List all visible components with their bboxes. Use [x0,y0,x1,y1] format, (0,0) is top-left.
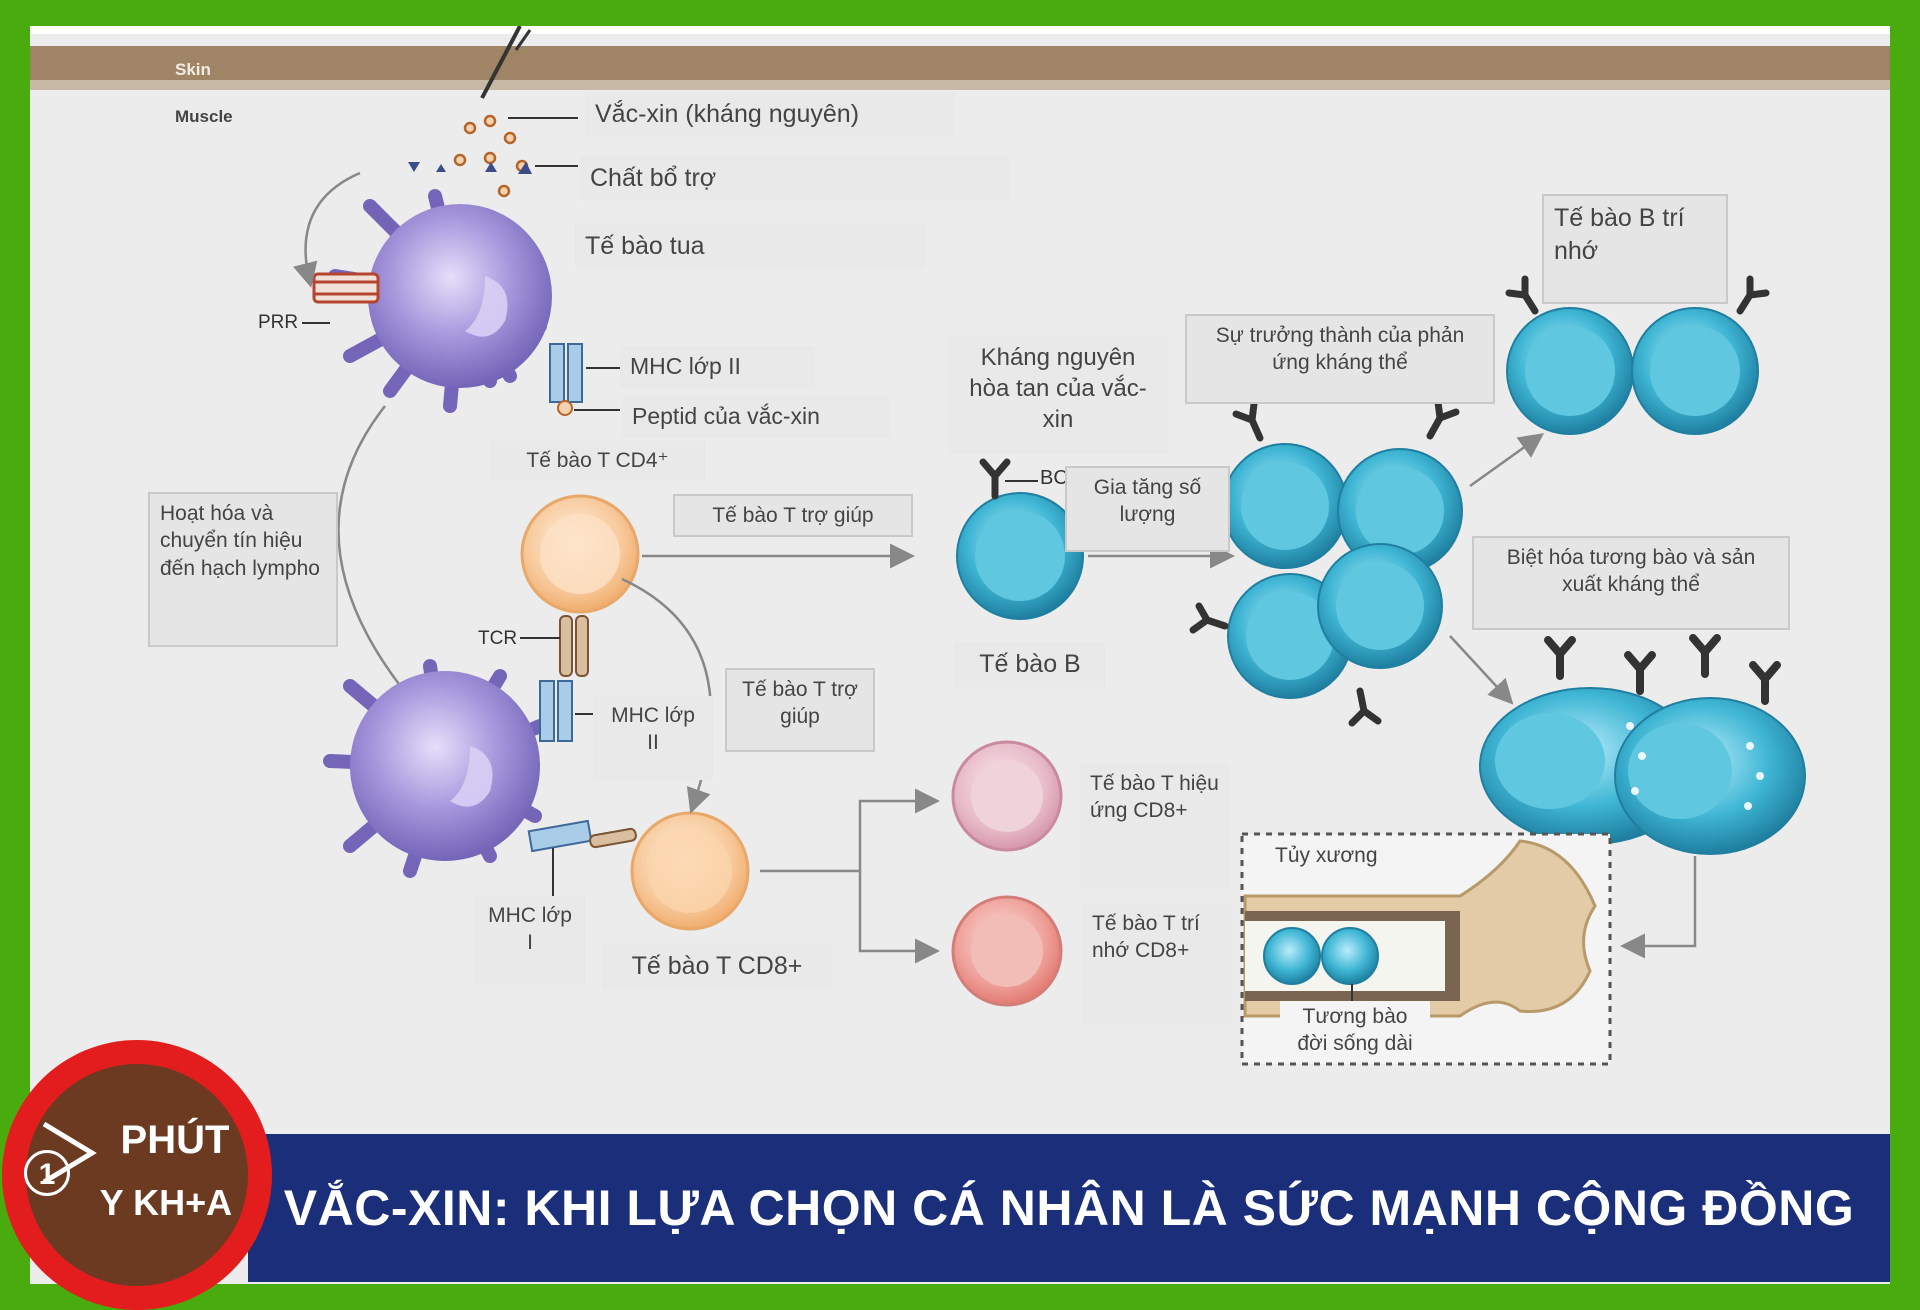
immune-response-diagram: Skin Muscle [30,26,1890,1066]
label-helper-t-cell: Tế bào T trợ giúp [673,494,913,538]
label-plasma-differentiation: Biệt hóa tương bào và sản xuất kháng thể [1472,536,1790,630]
tcr-label: TCR [478,628,517,649]
bcr-antibody-icon [979,458,1011,500]
label-bone-marrow: Tủy xương [1265,836,1450,876]
label-proliferation: Gia tăng số lượng [1065,466,1230,552]
label-cd4-t-cell: Tế bào T CD4⁺ [490,441,705,481]
cd8-memory-cell [951,895,1063,1007]
prr-receptor-icon [312,272,380,304]
label-long-lived-plasma: Tương bào đời sống dài [1280,1001,1430,1061]
plasma-cells [1479,687,1806,855]
cluster-antibody-icons [1189,398,1460,727]
label-cd8-t-cell: Tế bào T CD8+ [602,944,832,989]
logo-ring [2,1040,272,1310]
label-antibody-maturation: Sự trưởng thành của phản ứng kháng thể [1185,314,1495,404]
label-vaccine-peptide: Peptid của vắc-xin [622,396,890,438]
label-cd8-memory: Tế bào T trí nhớ CD8+ [1082,904,1232,1024]
tcr-receptor-icon [559,615,589,677]
skin-label: Skin [175,60,211,79]
syringe-needle-icon [480,26,532,99]
label-mhc-class-ii-bottom: MHC lớp II [593,696,713,780]
memory-b-cells [1506,307,1759,435]
vaccine-particles [453,114,529,198]
cd4-t-cell [520,494,640,614]
long-lived-plasma-cells [1263,927,1379,985]
label-vaccine-antigen: Vắc-xin (kháng nguyên) [585,92,955,137]
label-soluble-antigen: Kháng nguyên hòa tan của vắc-xin [948,336,1168,454]
skin-layer [30,46,1890,80]
memory-antibody-icons [1505,275,1770,315]
logo-number: 1 [24,1150,70,1196]
label-dendritic-cell: Tế bào tua [575,224,925,269]
dendritic-cell-bottom [323,659,547,878]
b-cell [956,492,1084,620]
label-helper-t-cell-2: Tế bào T trợ giúp [725,668,875,752]
mhc-ii-top-icon [549,343,583,416]
label-adjuvant: Chất bổ trợ [580,156,1010,201]
muscle-label: Muscle [175,107,233,126]
label-activation-signal: Hoạt hóa và chuyển tín hiệu đến hạch lym… [148,492,338,647]
cd8-effector-cell [951,740,1063,852]
adjuvant-triangles [408,162,532,174]
logo-text-ykhoa: Y KH+A [99,1182,233,1223]
skin-underlayer [30,80,1890,90]
mhc-i-icon [527,819,637,853]
dendritic-cell-top [328,189,552,413]
label-cd8-effector: Tế bào T hiệu ứng CD8+ [1080,764,1230,888]
label-memory-b-cell: Tế bào B trí nhớ [1542,194,1728,304]
label-mhc-class-i: MHC lớp I [475,896,585,984]
mhc-ii-bottom-icon [539,680,573,742]
top-white-strip [30,26,1890,34]
diagram-panel: Skin Muscle [30,26,1890,1284]
cd8-t-cell [630,811,750,931]
secreted-antibody-icons [1544,634,1781,705]
label-mhc-class-ii: MHC lớp II [620,346,815,388]
b-cell-cluster [1222,443,1463,699]
logo-text-phut: PHÚT [120,1118,230,1162]
label-b-cell: Tế bào B [955,642,1105,687]
prr-label: PRR [258,312,298,333]
banner-title: VẮC-XIN: KHI LỰA CHỌN CÁ NHÂN LÀ SỨC MẠN… [248,1134,1890,1282]
